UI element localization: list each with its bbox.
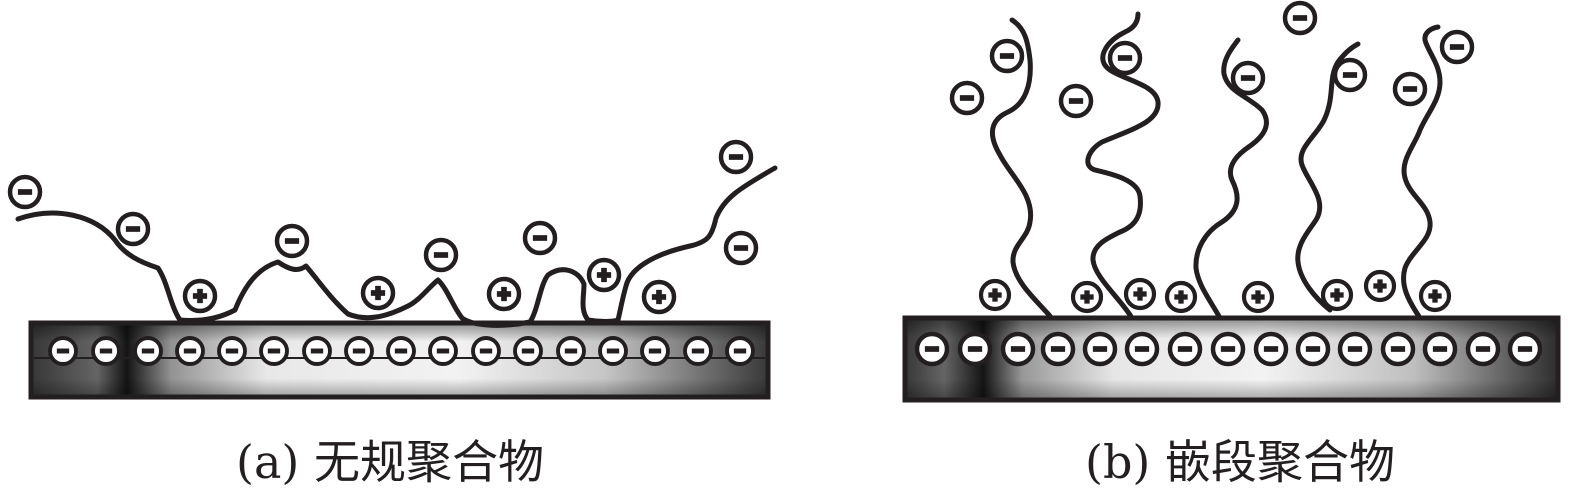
panel-b: [902, 0, 1561, 403]
plus-circle-icon: [1363, 269, 1397, 303]
surface-minus-icon: [428, 336, 458, 366]
surface-minus-icon: [1082, 331, 1118, 367]
surface-minus-icon: [302, 336, 332, 366]
minus-circle-icon: [1230, 60, 1266, 96]
surface-negative-charges-b: [914, 331, 1543, 367]
surface-minus-icon: [386, 336, 416, 366]
brush-chain-2: [1085, 11, 1161, 321]
minus-circle-icon: [718, 139, 754, 175]
minus-circle-icon: [1332, 57, 1368, 93]
surface-minus-icon: [1124, 331, 1160, 367]
surface-minus-icon: [471, 336, 501, 366]
brush-chain-5: [1401, 24, 1443, 321]
surface-minus-icon: [1380, 331, 1416, 367]
minus-circle-icon: [1392, 71, 1428, 107]
surface-minus-icon: [513, 336, 543, 366]
surface-minus-icon: [175, 336, 205, 366]
minus-circle-icon: [1107, 40, 1143, 76]
plus-circle-icon: [486, 276, 522, 312]
polymer-chain-a: [15, 165, 778, 328]
plus-circle-icon: [1164, 280, 1198, 314]
plus-circle-icon: [1123, 277, 1157, 311]
minus-circle-icon: [1282, 0, 1318, 36]
minus-circle-icon: [7, 174, 43, 210]
surface-minus-icon: [914, 331, 950, 367]
plus-circle-icon: [360, 275, 396, 311]
plus-circle-icon: [586, 257, 622, 293]
plus-circle-icon: [641, 279, 677, 315]
minus-circle-icon: [274, 223, 310, 259]
polymer-ions-a: [7, 139, 759, 315]
surface-minus-icon: [48, 336, 78, 366]
caption-b: (b) 嵌段聚合物: [1085, 435, 1395, 489]
minus-circle-icon: [989, 38, 1025, 74]
surface-minus-icon: [344, 336, 374, 366]
minus-circle-icon: [723, 230, 759, 266]
plus-circle-icon: [182, 278, 218, 314]
surface-minus-icon: [1422, 331, 1458, 367]
surface-minus-icon: [1167, 331, 1203, 367]
brush-chain-3: [1193, 37, 1269, 321]
surface-minus-icon: [1507, 331, 1543, 367]
polymer-ions-b: [949, 0, 1475, 314]
surface-minus-icon: [556, 336, 586, 366]
minus-circle-icon: [115, 211, 151, 247]
surface-minus-icon: [1040, 331, 1076, 367]
surface-minus-icon: [133, 336, 163, 366]
minus-circle-icon: [1439, 29, 1475, 65]
plus-circle-icon: [978, 278, 1012, 312]
surface-minus-icon: [640, 336, 670, 366]
surface-negative-charges-a: [48, 336, 755, 366]
surface-minus-icon: [1337, 331, 1373, 367]
caption-a: (a) 无规聚合物: [236, 435, 544, 489]
surface-minus-icon: [1253, 331, 1289, 367]
brush-chain-4: [1295, 41, 1361, 313]
surface-minus-icon: [683, 336, 713, 366]
plus-circle-icon: [1418, 279, 1452, 313]
surface-minus-icon: [259, 336, 289, 366]
surface-minus-icon: [598, 336, 628, 366]
brush-chain-1: [990, 17, 1053, 319]
surface-minus-icon: [1295, 331, 1331, 367]
surface-minus-icon: [217, 336, 247, 366]
plus-circle-icon: [1241, 280, 1275, 314]
surface-minus-icon: [1210, 331, 1246, 367]
polymer-brushes-b: [990, 11, 1443, 321]
minus-circle-icon: [1058, 83, 1094, 119]
surface-minus-icon: [1000, 331, 1036, 367]
minus-circle-icon: [522, 220, 558, 256]
surface-minus-icon: [725, 336, 755, 366]
minus-circle-icon: [949, 80, 985, 116]
surface-minus-icon: [957, 331, 993, 367]
minus-circle-icon: [423, 237, 459, 273]
plus-circle-icon: [1070, 280, 1104, 314]
surface-minus-icon: [91, 336, 121, 366]
plus-circle-icon: [1320, 278, 1354, 312]
surface-minus-icon: [1465, 331, 1501, 367]
panel-a: [7, 139, 778, 400]
